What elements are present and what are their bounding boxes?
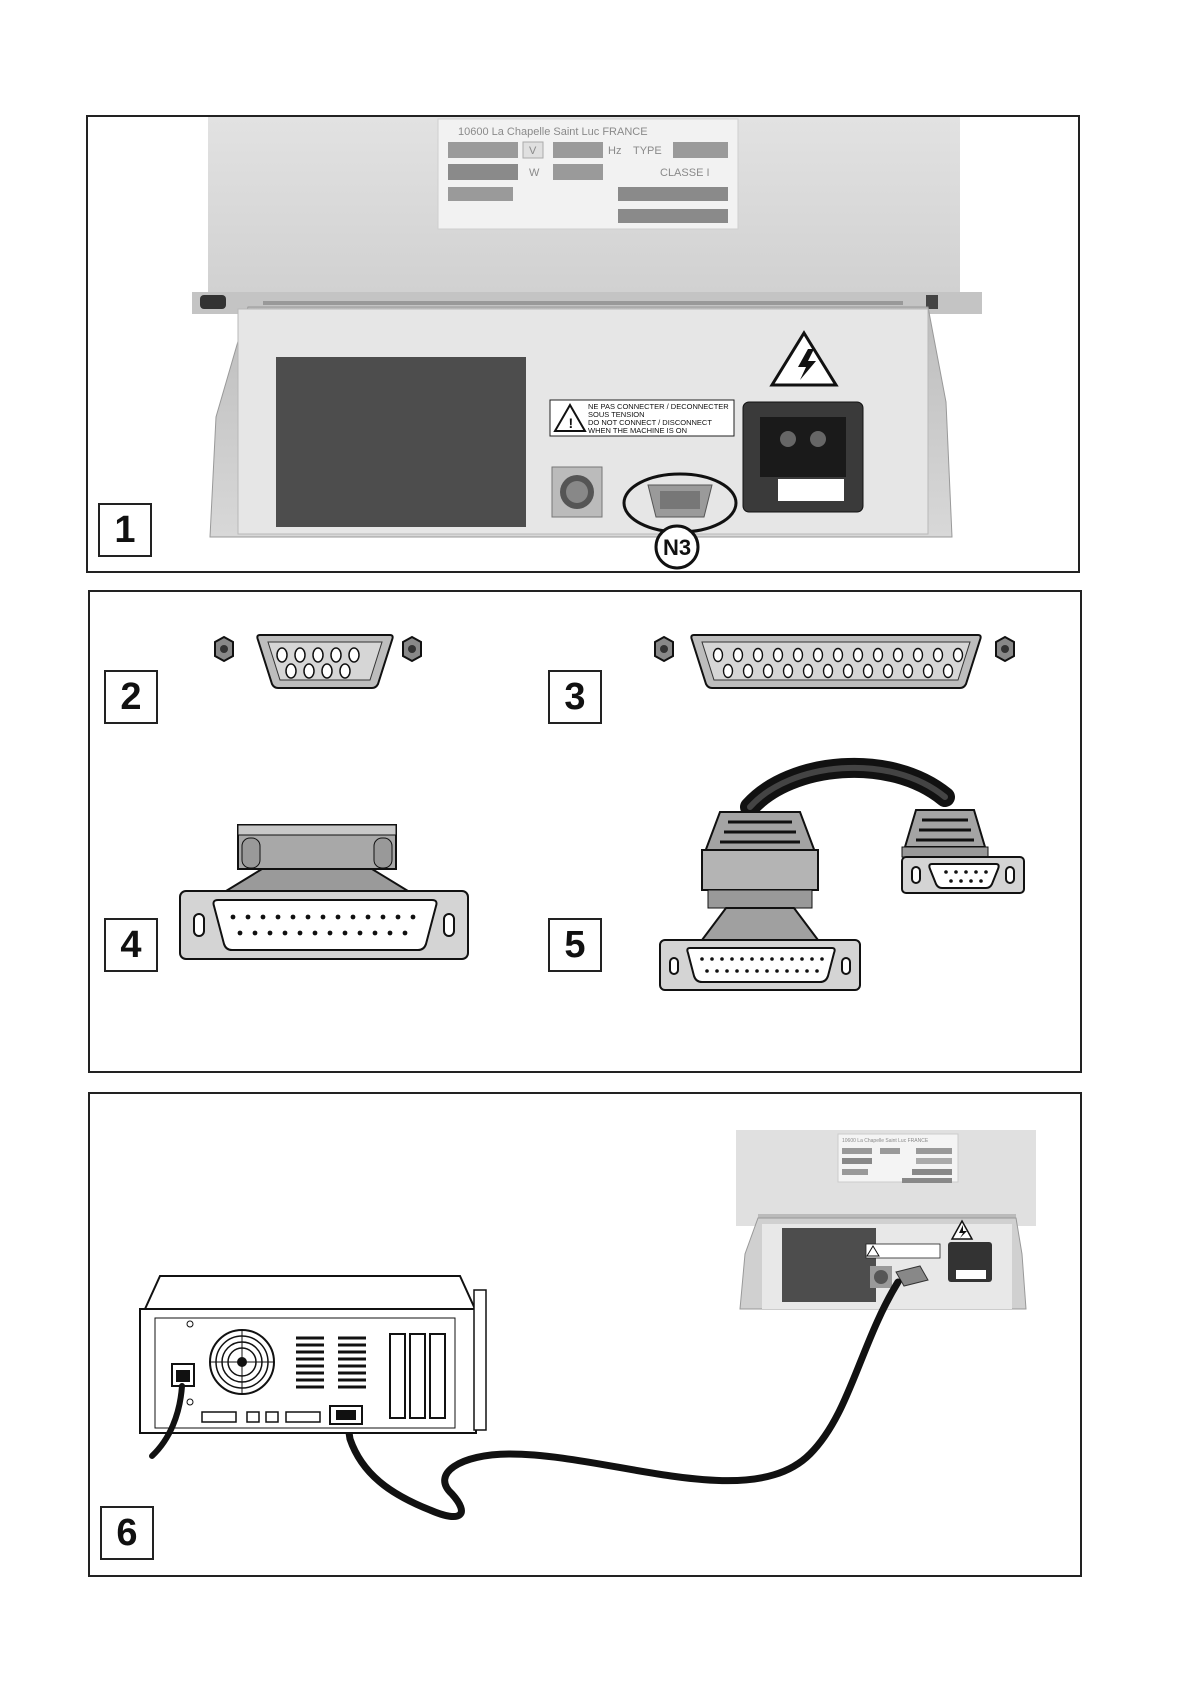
figure-1-panel: 10600 La Chapelle Saint Luc FRANCE V Hz … bbox=[86, 115, 1080, 573]
figure-number-6: 6 bbox=[100, 1506, 154, 1560]
plate-field-classe: CLASSE I bbox=[660, 167, 710, 179]
db9-connector bbox=[215, 635, 421, 688]
figure-number-4: 4 bbox=[104, 918, 158, 972]
pc-connection-diagram: 10600 La Chapelle Saint Luc FRANCE bbox=[90, 1094, 1084, 1579]
plate-field-type: TYPE bbox=[633, 145, 662, 157]
plate-field-hz: Hz bbox=[608, 145, 621, 157]
display-cover bbox=[276, 357, 526, 527]
figure-number-2: 2 bbox=[104, 670, 158, 724]
thumb-plate-header: 10600 La Chapelle Saint Luc FRANCE bbox=[842, 1138, 929, 1144]
db9-db25-adapter bbox=[180, 825, 468, 959]
figure-number-3: 3 bbox=[548, 670, 602, 724]
power-inlet bbox=[743, 402, 863, 512]
warning-label: ! NE PAS CONNECTER / DECONNECTER SOUS TE… bbox=[550, 400, 734, 436]
plate-field-w: W bbox=[529, 167, 540, 179]
din-socket bbox=[552, 467, 602, 517]
figure-2-5-panel: 2 3 4 5 bbox=[88, 590, 1082, 1073]
plate-field-v: V bbox=[529, 145, 537, 157]
figure-6-panel: 10600 La Chapelle Saint Luc FRANCE bbox=[88, 1092, 1082, 1577]
figure-number-1: 1 bbox=[98, 503, 152, 557]
callout-n3: N3 bbox=[663, 535, 691, 560]
db25-connector bbox=[655, 635, 1014, 688]
machine-thumbnail: 10600 La Chapelle Saint Luc FRANCE bbox=[736, 1130, 1036, 1309]
warning-line-4: WHEN THE MACHINE IS ON bbox=[588, 426, 687, 435]
machine-rear-photo: 10600 La Chapelle Saint Luc FRANCE V Hz … bbox=[88, 117, 1082, 575]
svg-text:!: ! bbox=[569, 415, 574, 431]
figure-number-5: 5 bbox=[548, 918, 602, 972]
plate-header: 10600 La Chapelle Saint Luc FRANCE bbox=[458, 126, 648, 138]
y-cable-adapter bbox=[660, 768, 1024, 990]
pc-tower bbox=[140, 1276, 486, 1433]
connector-diagrams bbox=[90, 592, 1084, 1075]
